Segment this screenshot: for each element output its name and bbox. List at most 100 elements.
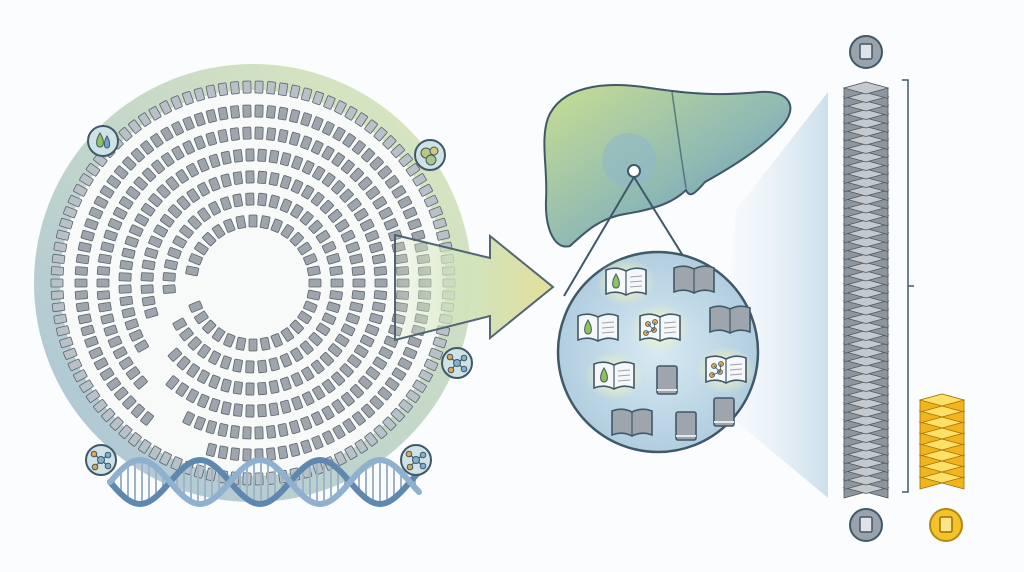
ring-book — [432, 217, 447, 230]
ring-book — [266, 127, 277, 141]
ring-book — [232, 358, 243, 373]
ring-book — [344, 106, 358, 121]
ring-book — [299, 211, 314, 226]
ring-book — [327, 343, 343, 357]
ring-book — [290, 347, 304, 362]
liver — [543, 84, 792, 248]
ring-book — [125, 366, 141, 380]
ring-book — [436, 229, 451, 241]
stack-bracket — [902, 79, 914, 493]
ring-book — [391, 367, 407, 381]
ring-book — [182, 90, 194, 106]
liver-focus — [602, 133, 656, 187]
ring-book — [364, 119, 378, 134]
flow-arrow — [394, 233, 555, 342]
ring-book — [205, 109, 217, 124]
ring-book — [193, 416, 206, 431]
ring-book — [156, 184, 171, 199]
ring-book — [354, 208, 369, 222]
ring-book — [150, 133, 164, 148]
ring-book — [289, 109, 301, 124]
ring-book — [159, 213, 175, 228]
ring-book — [134, 339, 149, 353]
ring-book — [182, 411, 195, 426]
ring-book — [130, 148, 145, 163]
ring-book — [423, 194, 439, 208]
ring-book — [289, 232, 304, 247]
ring-book — [208, 398, 221, 413]
ring-book — [378, 206, 394, 220]
book-icon — [859, 516, 873, 533]
ring-book — [301, 184, 315, 200]
ring-book — [121, 247, 136, 259]
ring-book — [339, 363, 354, 378]
ring-book — [352, 278, 366, 288]
ring-book — [291, 155, 304, 170]
ring-book — [303, 253, 318, 266]
liver-shape — [543, 84, 792, 248]
ring-book — [342, 418, 356, 433]
ring-book — [342, 133, 356, 148]
ring-book — [312, 90, 324, 106]
ring-book — [142, 167, 157, 182]
ring-book — [280, 376, 292, 391]
ring-book — [194, 241, 209, 256]
ring-book — [407, 218, 422, 231]
ring-book — [373, 266, 388, 276]
ring-book — [364, 323, 380, 336]
ring-book — [205, 420, 217, 435]
ring-book — [187, 336, 202, 351]
ring-book — [100, 313, 115, 325]
ring-book — [188, 253, 203, 266]
ring-book — [331, 152, 345, 167]
ring-book — [211, 327, 226, 342]
ring-book — [279, 198, 293, 213]
ring-book — [245, 382, 255, 396]
ring-book — [188, 300, 203, 313]
ring-book — [141, 259, 156, 271]
open-book-icon — [696, 346, 756, 394]
ring-book — [121, 307, 136, 319]
ring-book — [233, 149, 243, 163]
ring-book — [125, 186, 141, 200]
ring-book — [369, 156, 384, 171]
ring-book — [297, 310, 312, 325]
ring-book — [321, 378, 336, 394]
ring-book — [175, 169, 189, 184]
ring-book — [107, 218, 123, 231]
ring-book — [280, 399, 292, 414]
ring-book — [352, 411, 366, 426]
ring-book — [165, 176, 180, 191]
ring-book — [93, 399, 108, 413]
ring-book — [124, 318, 139, 331]
ring-book — [129, 224, 144, 237]
ring-book — [114, 386, 129, 401]
ring-book — [128, 432, 142, 447]
ring-book — [371, 253, 386, 265]
ring-book — [397, 357, 413, 371]
ring-book — [299, 340, 314, 355]
ring-book — [118, 356, 134, 370]
ring-book — [321, 145, 335, 161]
ring-book — [418, 183, 433, 197]
book-icon — [939, 516, 953, 533]
ring-book — [245, 404, 255, 418]
ring-book — [75, 301, 90, 312]
ring-book — [50, 278, 64, 288]
ring-book — [103, 324, 118, 337]
ring-book — [124, 235, 139, 248]
ring-book — [242, 80, 252, 94]
ring-book — [334, 451, 347, 466]
ring-book — [300, 439, 312, 454]
ring-book — [232, 381, 243, 395]
ring-book — [245, 192, 255, 206]
open-book-icon — [630, 304, 690, 352]
ring-book — [382, 135, 397, 150]
molecule-icon — [400, 444, 432, 476]
ring-book — [133, 375, 148, 390]
open-book-icon — [596, 258, 656, 306]
ring-book — [138, 439, 152, 454]
ring-book — [373, 290, 388, 300]
ring-book — [310, 359, 325, 375]
ring-book — [268, 402, 280, 417]
